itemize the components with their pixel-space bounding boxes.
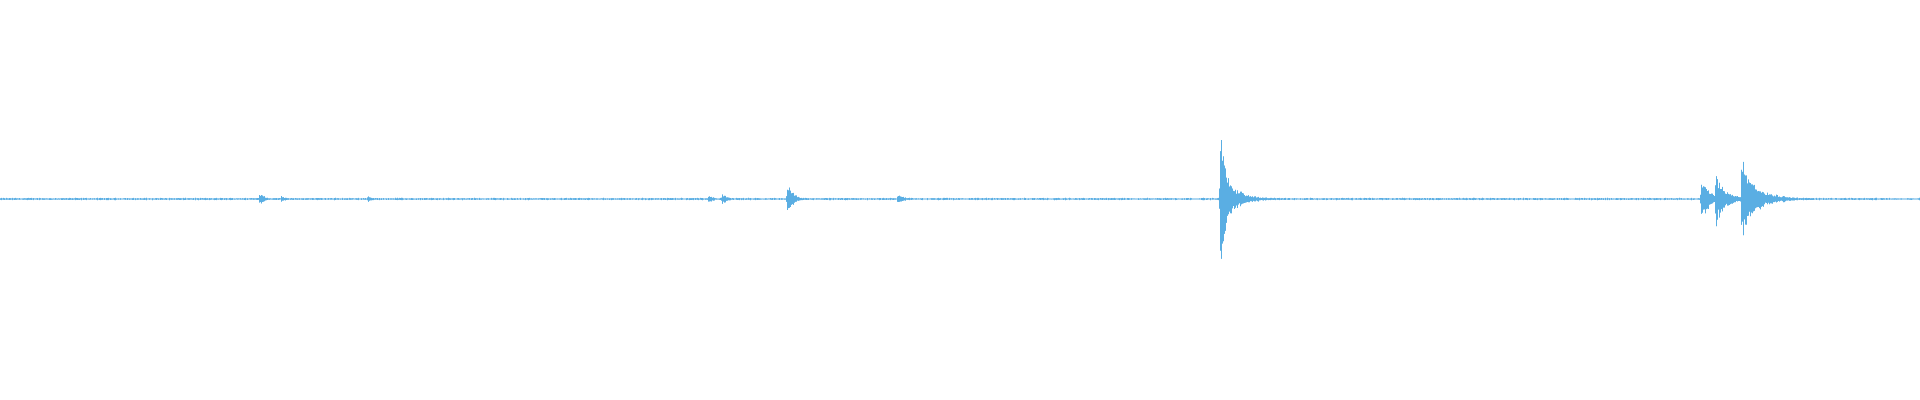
waveform-samples xyxy=(0,139,1920,259)
